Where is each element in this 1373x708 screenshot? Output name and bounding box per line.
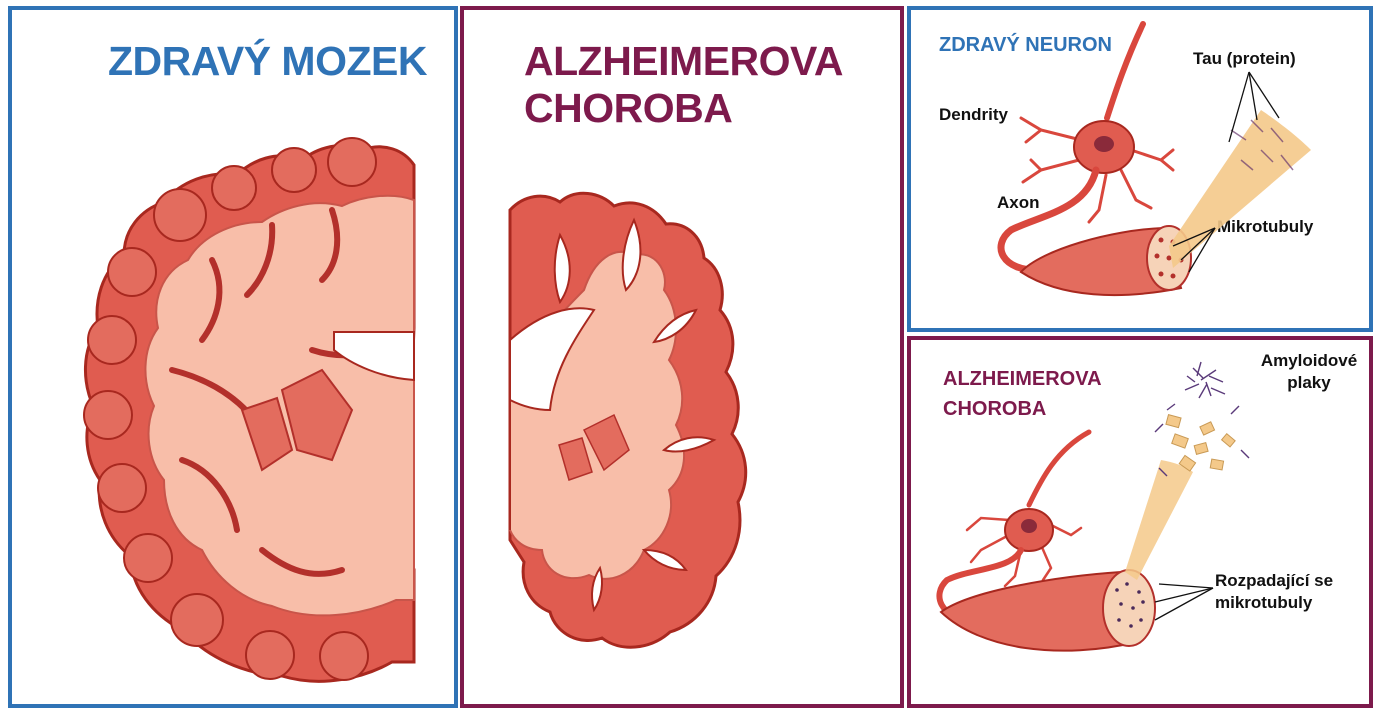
healthy-neuron-illustration [911, 10, 1369, 328]
microtubule-bundle [1169, 110, 1311, 268]
healthy-brain-panel: ZDRAVÝ MOZEK [8, 6, 458, 708]
alzheimer-brain-panel: ALZHEIMEROVA CHOROBA [460, 6, 904, 708]
healthy-neuron-panel: ZDRAVÝ NEURON Dendrity Axon Tau (protein… [907, 6, 1373, 332]
healthy-brain-illustration [12, 10, 454, 704]
damaged-axon-cross-section [1103, 570, 1155, 646]
alzheimer-neuron-panel: ALZHEIMEROVA CHOROBA Amyloidové plaky Ro… [907, 336, 1373, 708]
alzheimer-neuron-illustration [911, 340, 1369, 704]
alzheimer-brain-illustration [464, 10, 900, 704]
